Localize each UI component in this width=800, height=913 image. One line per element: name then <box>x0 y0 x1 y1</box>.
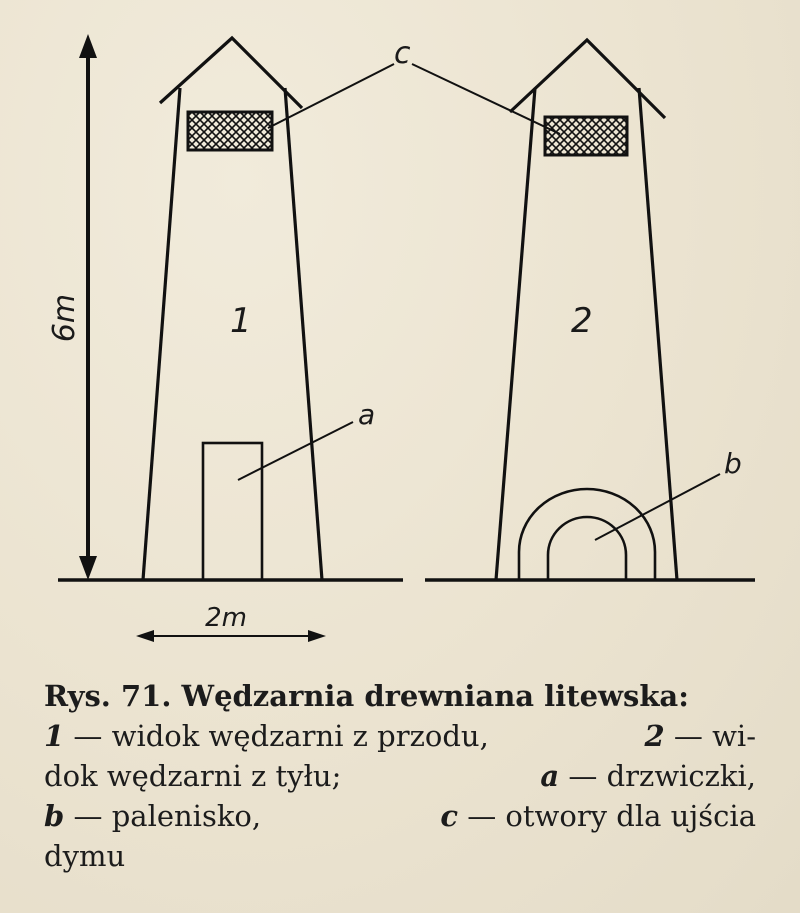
caption-title: Rys. 71. Wędzarnia drewniana litewska: <box>44 679 689 713</box>
caption-text: — widok wędzarni z przodu, <box>73 719 489 753</box>
width-dimension-arrow <box>136 630 326 642</box>
door <box>201 441 264 582</box>
tower-number-front: 1 <box>230 301 252 341</box>
caption-text: — palenisko, <box>73 799 262 833</box>
caption-line-4: b — palenisko, c — otwory dla ujścia <box>44 796 756 836</box>
caption-text: — otwory dla ujścia <box>467 799 756 833</box>
label-b: b <box>724 447 742 480</box>
label-a-leader-line <box>237 421 354 481</box>
caption-text: dok wędzarni z tyłu; <box>44 759 342 793</box>
caption-letter-a: a <box>540 759 560 793</box>
smoke-vent-back <box>543 115 629 157</box>
width-label: 2m <box>205 603 247 633</box>
height-label: 6m <box>47 294 82 342</box>
caption-text: — wi- <box>673 719 756 753</box>
height-dimension-arrow <box>79 34 97 580</box>
figure-caption: Rys. 71. Wędzarnia drewniana litewska: 1… <box>44 676 764 876</box>
firebox-outer-arch <box>517 487 657 580</box>
caption-line-5: dymu <box>44 839 126 873</box>
tower-front-view <box>141 35 324 581</box>
caption-letter-b: b <box>44 799 65 833</box>
caption-num-1: 1 <box>44 719 65 753</box>
tower-number-back: 2 <box>571 301 593 341</box>
tower-back-view <box>494 37 679 581</box>
caption-text: — drzwiczki, <box>568 759 756 793</box>
label-c-leader-lines <box>267 63 561 135</box>
smokehouse-diagram: 6m 2m 1 2 c a b <box>47 34 755 642</box>
label-a: a <box>358 398 375 431</box>
caption-line-2: 1 — widok wędzarni z przodu, 2 — wi- <box>44 716 756 756</box>
label-b-leader-line <box>594 473 721 541</box>
firebox-inner-arch <box>546 515 628 580</box>
smoke-vent-front <box>186 110 274 152</box>
label-c: c <box>394 36 411 71</box>
caption-letter-c: c <box>440 799 458 833</box>
caption-line-3: dok wędzarni z tyłu; a — drzwiczki, <box>44 756 756 796</box>
caption-num-2: 2 <box>644 719 665 753</box>
